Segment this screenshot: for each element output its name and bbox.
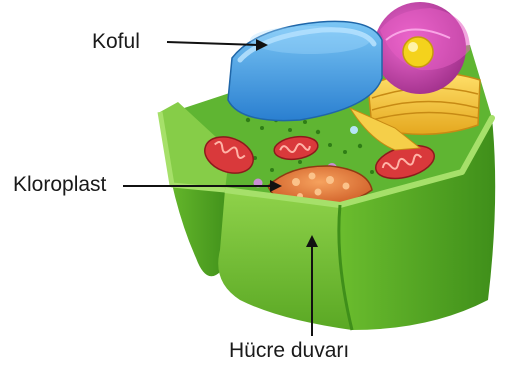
label-chloroplast: Kloroplast <box>13 173 106 197</box>
cell-wall-front <box>218 190 352 330</box>
label-vacuole: Koful <box>92 30 140 54</box>
nucleolus <box>403 37 433 67</box>
label-cell-wall: Hücre duvarı <box>229 339 349 363</box>
